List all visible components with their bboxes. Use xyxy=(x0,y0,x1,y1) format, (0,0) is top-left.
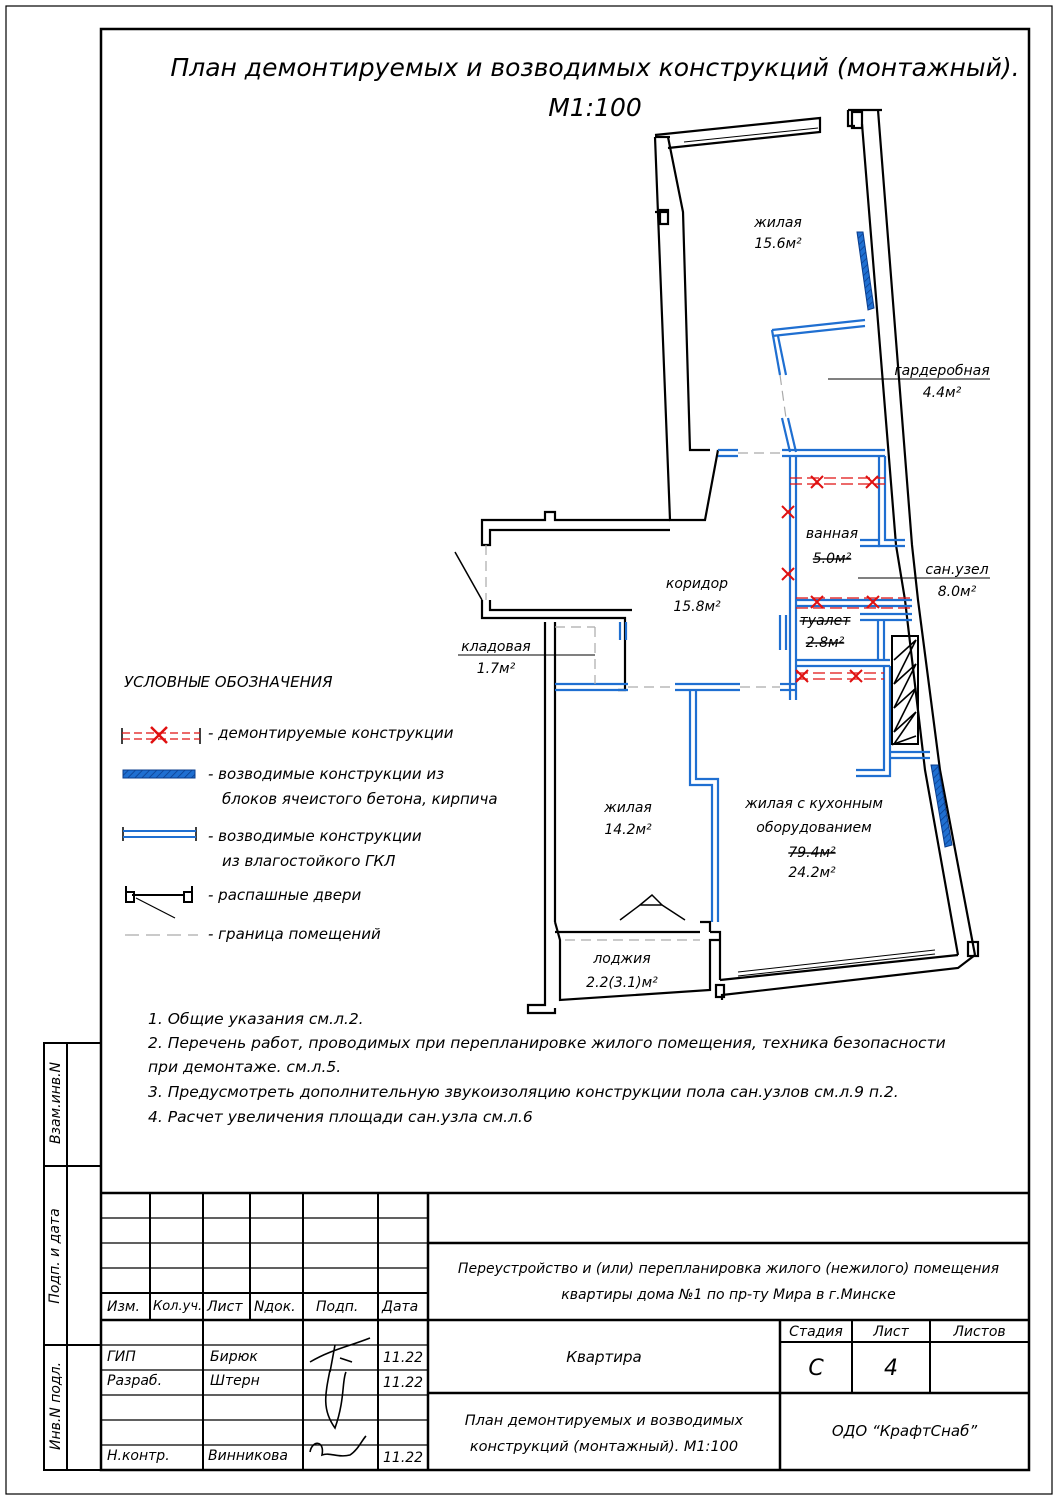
stamp-podp-data: Подп. и дата xyxy=(47,1208,63,1304)
room-kitchen-area-new: 24.2м² xyxy=(788,865,836,881)
title-block-grid xyxy=(101,1191,1029,1470)
tb-date-nkontr: 11.22 xyxy=(383,1450,424,1466)
room-bath-area: 5.0м² xyxy=(813,551,852,567)
vent-shaft xyxy=(891,635,919,746)
tb-header-izm: Изм. xyxy=(107,1299,140,1315)
tb-header-ndok: Nдок. xyxy=(254,1299,296,1315)
room-wc-area: 8.0м² xyxy=(938,584,977,600)
room-living-bottom-name: жилая xyxy=(603,800,652,816)
floor-plan: жилая 15.6м² гардеробная 4.4м² ванная 5.… xyxy=(454,108,990,1015)
tb-drawing-line1: План демонтируемых и возводимых xyxy=(464,1413,744,1429)
room-corridor-name: коридор xyxy=(666,576,728,592)
demolish-x-marks xyxy=(781,475,880,683)
room-corridor-area: 15.8м² xyxy=(673,599,721,615)
tb-sheet-label: Лист xyxy=(873,1324,909,1340)
room-storage-name: кладовая xyxy=(461,639,530,655)
note-1: 1. Общие указания см.л.2. xyxy=(148,1010,364,1028)
drawing-title: План демонтируемых и возводимых конструк… xyxy=(170,53,1020,82)
windows xyxy=(683,127,936,977)
room-wc-name: сан.узел xyxy=(925,562,988,578)
tb-stage-value: С xyxy=(808,1356,824,1381)
room-toilet-area: 2.8м² xyxy=(806,635,845,651)
legend-heading: УСЛОВНЫЕ ОБОЗНАЧЕНИЯ xyxy=(124,673,333,691)
note-2: 2. Перечень работ, проводимых при перепл… xyxy=(148,1034,946,1052)
tb-name-nkontr: Винникова xyxy=(208,1448,288,1464)
room-wardrobe-name: гардеробная xyxy=(894,363,989,379)
legend-block-label-2: блоков ячеистого бетона, кирпича xyxy=(222,790,498,808)
room-living-top-area: 15.6м² xyxy=(754,236,802,252)
room-toilet-name: туалет xyxy=(800,613,852,629)
note-2-cont: при демонтаже. см.л.5. xyxy=(148,1058,342,1076)
room-loggia-name: лоджия xyxy=(592,951,650,967)
tb-object: Квартира xyxy=(566,1348,642,1366)
new-block-walls xyxy=(856,231,953,848)
signature-gip xyxy=(309,1337,371,1430)
existing-walls xyxy=(454,108,980,1015)
room-kitchen-name-2: оборудованием xyxy=(756,820,872,836)
trim-border xyxy=(5,5,1053,1495)
legend-block-label-1: - возводимые конструкции из xyxy=(208,765,445,783)
note-4: 4. Расчет увеличения площади сан.узла см… xyxy=(148,1108,533,1126)
tb-project-line2: квартиры дома №1 по пр-ту Мира в г.Минск… xyxy=(561,1287,896,1303)
legend-demolish-label: - демонтируемые конструкции xyxy=(208,724,454,742)
tb-role-gip: ГИП xyxy=(107,1349,136,1365)
room-storage-area: 1.7м² xyxy=(477,661,516,677)
tb-sheets-label: Листов xyxy=(953,1324,1006,1340)
legend-gkl-label-2: из влагостойкого ГКЛ xyxy=(222,852,396,870)
room-wardrobe-area: 4.4м² xyxy=(923,385,962,401)
legend-door-label: - распашные двери xyxy=(208,886,362,904)
tb-header-data: Дата xyxy=(382,1299,419,1315)
legend-gkl-label-1: - возводимые конструкции xyxy=(208,827,422,845)
room-kitchen-area-old: 79.4м² xyxy=(788,845,836,861)
room-bath-name: ванная xyxy=(806,526,858,542)
tb-header-koluch: Кол.уч. xyxy=(153,1299,203,1314)
room-loggia-area: 2.2(3.1)м² xyxy=(586,975,658,991)
tb-project-line1: Переустройство и (или) перепланировка жи… xyxy=(457,1261,1000,1277)
drawing-frame xyxy=(99,27,1031,1472)
tb-name-razrab: Штерн xyxy=(210,1373,260,1389)
legend-door-symbol xyxy=(125,886,193,919)
legend-symbols xyxy=(121,726,201,936)
legend-gkl-symbol xyxy=(122,827,197,841)
tb-date-gip: 11.22 xyxy=(383,1350,424,1366)
tb-date-razrab: 11.22 xyxy=(383,1375,424,1391)
stamp-inv-podl: Инв.N подл. xyxy=(48,1361,64,1451)
tb-role-razrab: Разраб. xyxy=(107,1373,163,1389)
tb-role-nkontr: Н.контр. xyxy=(107,1448,170,1464)
tb-drawing-line2: конструкций (монтажный). М1:100 xyxy=(469,1439,739,1455)
tb-name-gip: Бирюк xyxy=(210,1349,258,1365)
room-living-bottom-area: 14.2м² xyxy=(604,822,652,838)
drawing-scale: М1:100 xyxy=(548,93,642,122)
legend-block-symbol xyxy=(122,769,196,779)
tb-header-podp: Подп. xyxy=(316,1299,359,1315)
tb-header-list: Лист xyxy=(207,1299,243,1315)
tb-stage-label: Стадия xyxy=(789,1324,843,1340)
note-3: 3. Предусмотреть дополнительную звукоизо… xyxy=(148,1083,899,1101)
signatures xyxy=(309,1337,371,1457)
legend-boundary-label: - граница помещений xyxy=(208,925,381,943)
tb-organization: ОДО “КрафтСнаб” xyxy=(831,1422,978,1440)
room-living-top-name: жилая xyxy=(753,215,802,231)
signature-nkontr xyxy=(309,1435,367,1457)
stamp-vzam-inv: Взам.инв.N xyxy=(48,1061,64,1145)
room-kitchen-name-1: жилая с кухонным xyxy=(744,796,883,812)
side-stamp xyxy=(43,1042,102,1471)
legend-demolish-symbol xyxy=(121,726,201,744)
tb-sheet-value: 4 xyxy=(884,1356,898,1381)
new-gkl-walls xyxy=(555,318,930,922)
leader-lines xyxy=(458,378,990,656)
room-boundaries xyxy=(485,374,787,941)
